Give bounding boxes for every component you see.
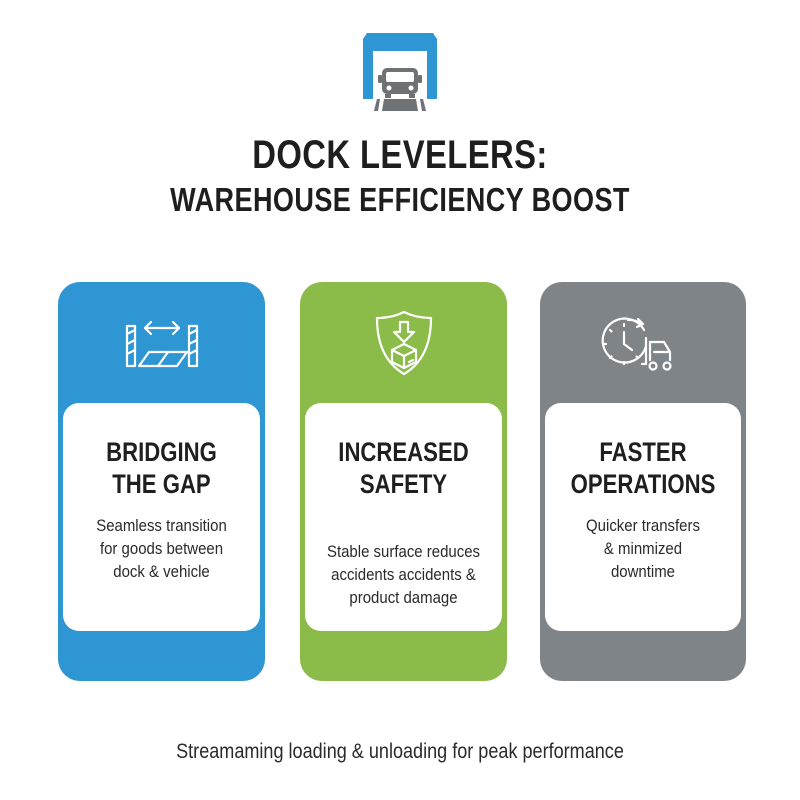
card-content-panel: INCREASED SAFETY Stable surface reduces …	[305, 403, 502, 631]
bridge-gap-icon	[125, 320, 198, 368]
card-bridging-the-gap: BRIDGING THE GAP Seamless transition for…	[58, 282, 265, 681]
card-description: Stable surface reduces accidents acciden…	[326, 542, 481, 607]
page-subtitle: WAREHOUSE EFFICIENCY BOOST	[170, 181, 630, 218]
footer-tagline: Streamaming loading & unloading for peak…	[176, 740, 624, 763]
card-content-panel: FASTER OPERATIONS Quicker transfers & mi…	[545, 403, 741, 631]
loading-dock-truck-icon	[363, 33, 437, 111]
page-title: DOCK LEVELERS:	[252, 133, 548, 177]
safety-shield-box-icon	[375, 310, 432, 376]
card-description: Quicker transfers & minmized downtime	[586, 516, 700, 581]
card-heading: FASTER OPERATIONS	[570, 437, 716, 499]
clock-forklift-icon	[601, 317, 672, 371]
card-content-panel: BRIDGING THE GAP Seamless transition for…	[63, 403, 260, 631]
card-description: Seamless transition for goods between do…	[96, 516, 227, 581]
card-increased-safety: INCREASED SAFETY Stable surface reduces …	[300, 282, 507, 681]
card-heading: BRIDGING THE GAP	[106, 437, 217, 499]
card-faster-operations: FASTER OPERATIONS Quicker transfers & mi…	[540, 282, 746, 681]
card-heading: INCREASED SAFETY	[338, 437, 469, 499]
